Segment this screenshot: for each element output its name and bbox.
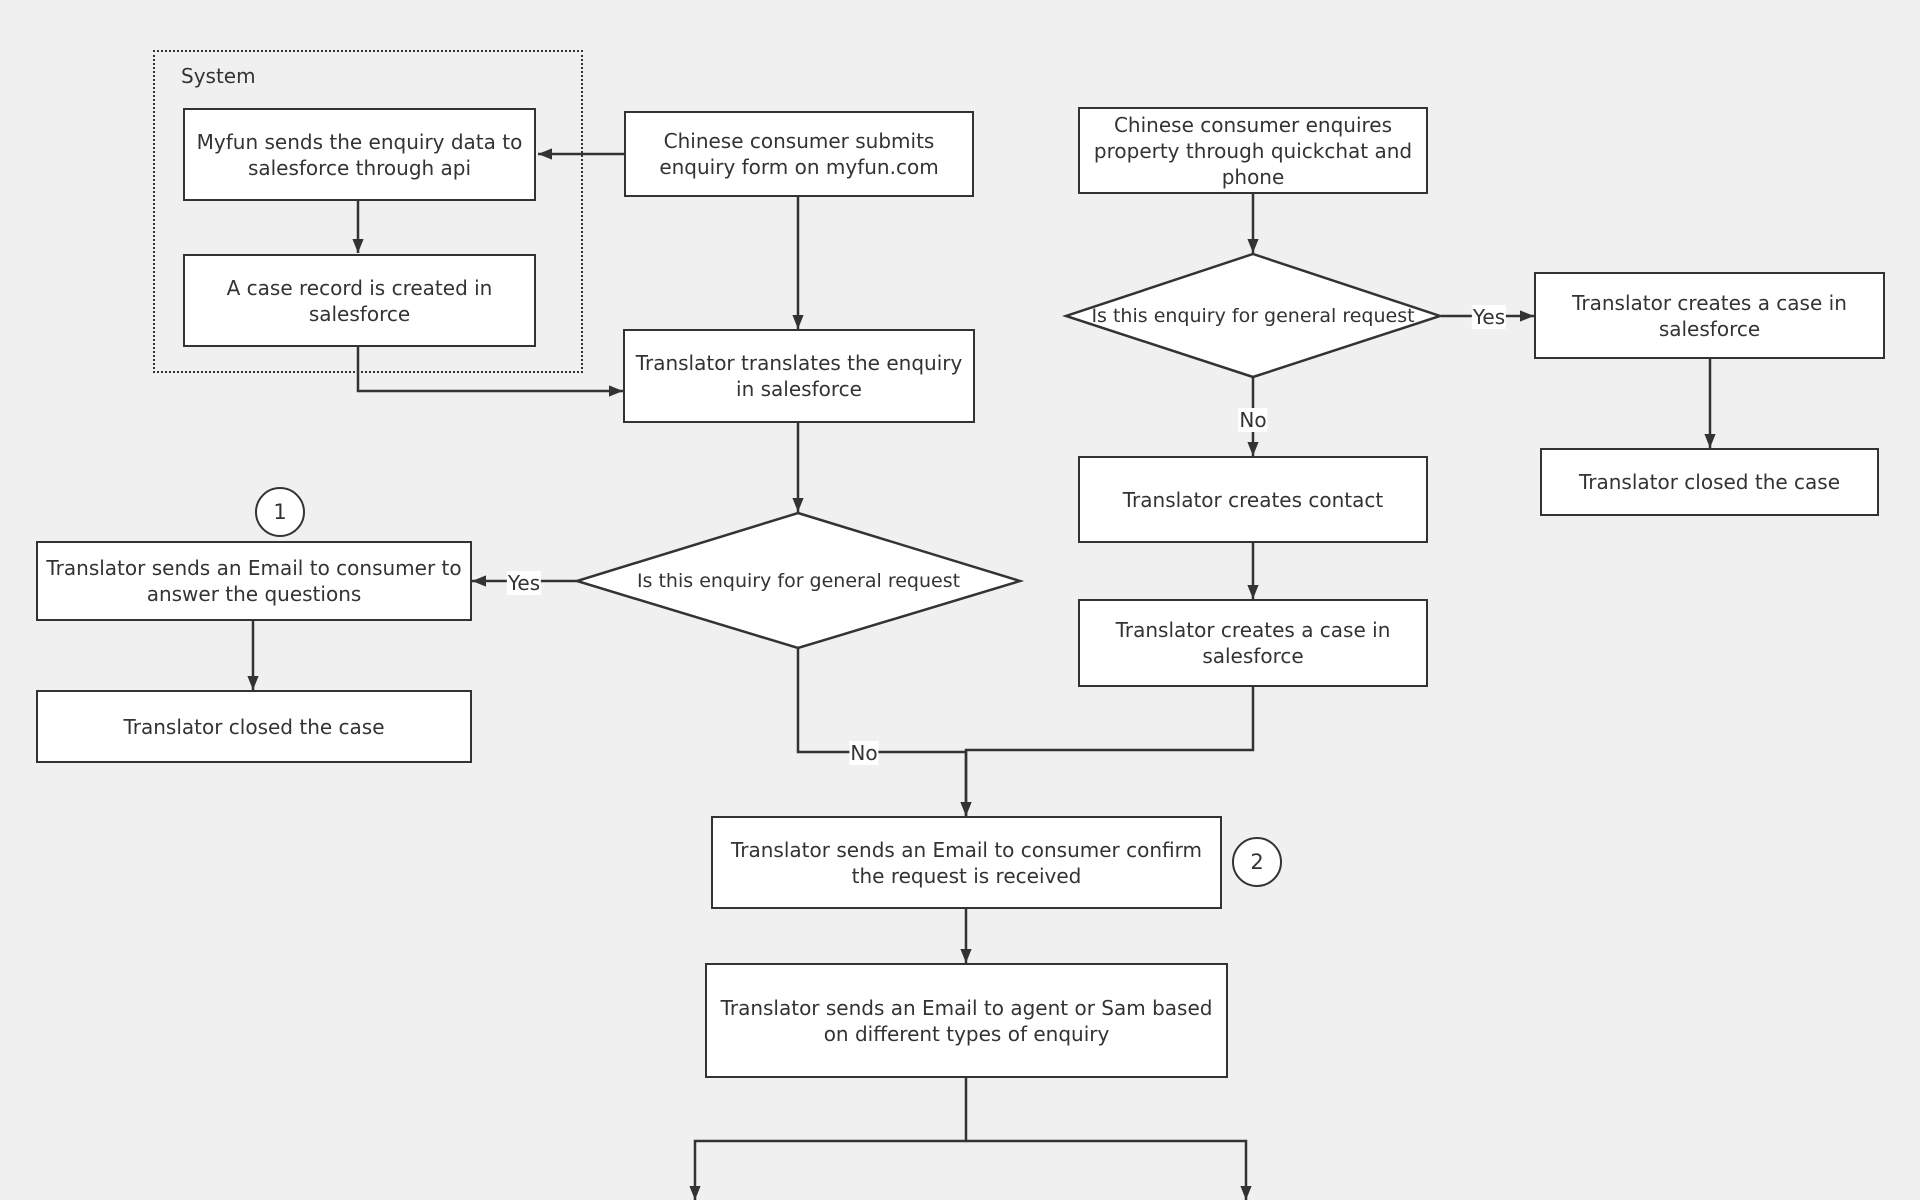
step-marker-2: 2 xyxy=(1232,837,1282,887)
edge-decision-left-no xyxy=(796,648,972,816)
node-creates-case-right[interactable]: Translator creates a case in salesforce xyxy=(1534,272,1885,359)
edge-case-record-to-translate xyxy=(356,346,623,397)
node-email-agent-or-sam[interactable]: Translator sends an Email to agent or Sa… xyxy=(705,963,1228,1078)
node-consumer-submits-form[interactable]: Chinese consumer submits enquiry form on… xyxy=(624,111,974,197)
node-email-confirm-received[interactable]: Translator sends an Email to consumer co… xyxy=(711,816,1222,909)
node-creates-case-middle[interactable]: Translator creates a case in salesforce xyxy=(1078,599,1428,687)
node-closed-case-left[interactable]: Translator closed the case xyxy=(36,690,472,763)
edge-case-middle-to-confirm xyxy=(960,686,1255,816)
node-consumer-enquires-quickchat[interactable]: Chinese consumer enquires property throu… xyxy=(1078,107,1428,194)
decision-shape-left xyxy=(572,511,1025,650)
decision-shape-right xyxy=(1061,252,1445,379)
edge-agent-branch-left xyxy=(689,1077,968,1200)
node-closed-case-right[interactable]: Translator closed the case xyxy=(1540,448,1879,516)
node-case-record-created[interactable]: A case record is created in salesforce xyxy=(183,254,536,347)
node-translator-translates[interactable]: Translator translates the enquiry in sal… xyxy=(623,329,975,423)
node-creates-contact[interactable]: Translator creates contact xyxy=(1078,456,1428,543)
decision-general-request-left[interactable]: Is this enquiry for general request xyxy=(636,570,961,592)
node-myfun-sends[interactable]: Myfun sends the enquiry data to salesfor… xyxy=(183,108,536,201)
system-group-label: System xyxy=(181,64,256,88)
step-marker-1: 1 xyxy=(255,487,305,537)
node-email-answer-questions[interactable]: Translator sends an Email to consumer to… xyxy=(36,541,472,621)
system-group xyxy=(153,50,583,373)
edge-label-no-left: No xyxy=(849,741,879,765)
edge-label-no-right: No xyxy=(1238,408,1268,432)
edge-agent-branch-right xyxy=(966,1139,1252,1200)
edge-label-yes-right: Yes xyxy=(1471,305,1507,329)
decision-general-request-right[interactable]: Is this enquiry for general request xyxy=(1091,305,1415,327)
edge-label-yes-left: Yes xyxy=(506,571,542,595)
